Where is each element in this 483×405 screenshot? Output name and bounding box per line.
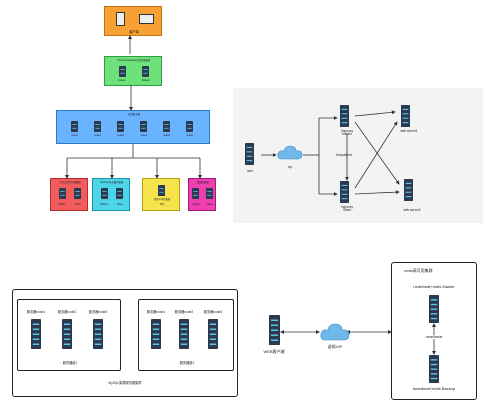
app-server-icon [140, 121, 147, 132]
app-cluster-label: 应用服务器 [128, 113, 140, 116]
proxy-master-server-icon [119, 66, 126, 77]
redis-master-label: heartbeat+redis Master [413, 284, 455, 289]
proxy-box: Nginx/Keepalived负载均衡集群 Master Backup [104, 56, 162, 86]
group-node-label: 服务器node3 [203, 310, 223, 314]
web-server2-icon [404, 179, 413, 201]
group-node-label: 服务器node3 [88, 310, 108, 314]
heartbeat-label: heartbeat [425, 334, 443, 339]
group-server-icon [151, 319, 161, 349]
client-box: 客户端 [104, 6, 162, 36]
app-server-icon [117, 121, 124, 132]
group-label: 服务器组2 [179, 361, 195, 365]
vip-cloud-icon [277, 145, 303, 160]
service-node-label: Slave [117, 203, 123, 206]
service-label: 数据库集群 [197, 181, 209, 184]
service-label: 分布式文件存储集群 [59, 181, 81, 184]
proxy-app-arrow [129, 85, 133, 111]
app-cluster-box: 应用服务器 node1 node2 node3 node4 node5 node6 [56, 110, 210, 144]
redis-backup-label: heartbeat+redis Backup [412, 386, 456, 391]
app-server-icon [71, 121, 78, 132]
group-server-icon [93, 319, 103, 349]
haproxy-slave-server-icon [340, 181, 349, 203]
web-client-label: WEB客户端 [263, 349, 285, 354]
redis-cluster-frame: redis高可用集群 heartbeat+redis Master heartb… [391, 262, 477, 400]
heartbeat-arrow [432, 323, 436, 355]
group-label: 服务器组1 [62, 361, 78, 365]
group-node-label: 服务器node1 [146, 310, 166, 314]
group-server-icon [31, 319, 41, 349]
service-label: 消息中间件集群 [153, 198, 171, 201]
app-node-label: node1 [71, 134, 78, 137]
app-server-icon [163, 121, 170, 132]
user-server-icon [245, 143, 254, 165]
server-group-1: 服务器node1 服务器node2 服务器node3 服务器组1 [17, 299, 121, 371]
app-services-connectors [65, 144, 202, 179]
app-node-label: node3 [117, 134, 124, 137]
group-server-icon [62, 319, 72, 349]
redis-master-server-icon [101, 188, 108, 199]
mq-cluster-box: 消息中间件集群 MQ [142, 178, 180, 211]
proxy-node-label: Master [118, 79, 126, 82]
virtual-vip-label: 虚拟VIP [327, 344, 343, 349]
file-storage-cluster-box: 分布式文件存储集群 Master Slave [50, 178, 88, 211]
group-node-label: 服务器node2 [174, 310, 194, 314]
redis-master-server-icon [429, 295, 439, 323]
server-groups-caption: MySQL集群服务器集群 [108, 381, 142, 385]
web-server1-label: web server1 [400, 129, 418, 133]
service-label: Redis分布式缓存集群 [100, 181, 124, 184]
proxy-node-label: Backup [142, 79, 150, 82]
group-server-icon [208, 319, 218, 349]
user-label: user [246, 169, 254, 173]
service-node-label: Slave [207, 203, 213, 206]
web-client-server-icon [269, 315, 280, 345]
app-node-label: node2 [94, 134, 101, 137]
client-label: 客户端 [129, 30, 139, 34]
database-cluster-box: 数据库集群 Master Slave [188, 178, 216, 211]
virtual-vip-cloud-icon [320, 323, 350, 341]
db-master-server-icon [192, 188, 199, 199]
group-server-icon [179, 319, 189, 349]
haproxy-connectors [261, 110, 400, 196]
mq-server-icon [158, 185, 165, 196]
keepalived-label: Keepalived [336, 153, 352, 157]
client-proxy-arrow [128, 35, 132, 54]
phone-icon [116, 12, 125, 26]
group-node-label: 服务器node2 [57, 310, 77, 314]
redis-cache-cluster-box: Redis分布式缓存集群 Master Slave [92, 178, 130, 211]
vip-label: vip [287, 165, 293, 169]
haproxy-master-label: Haproxy Master [341, 129, 353, 137]
service-node-label: Slave [75, 203, 81, 206]
proxy-label: Nginx/Keepalived负载均衡集群 [117, 59, 151, 62]
service-node-label: Master [192, 203, 200, 206]
app-server-icon [94, 121, 101, 132]
proxy-backup-server-icon [142, 66, 149, 77]
redis-slave-server-icon [116, 188, 123, 199]
laptop-icon [139, 14, 154, 24]
service-node-label: Master [58, 203, 66, 206]
redis-cluster-title: redis高可用集群 [404, 268, 433, 273]
server-group-2: 服务器node1 服务器node2 服务器node3 服务器组2 [138, 299, 234, 371]
storage-master-server-icon [59, 188, 66, 199]
app-node-label: node4 [140, 134, 147, 137]
haproxy-diagram: user vip Haproxy Master Keepalived Hapro… [233, 88, 483, 223]
web-server2-label: web server2 [403, 208, 421, 212]
app-node-label: node6 [186, 134, 193, 137]
service-node-label: Master [100, 203, 108, 206]
db-slave-server-icon [206, 188, 213, 199]
haproxy-master-server-icon [340, 105, 349, 127]
app-node-label: node5 [163, 134, 170, 137]
storage-slave-server-icon [74, 188, 81, 199]
haproxy-slave-label: Haproxy Slave [341, 205, 353, 213]
web-server1-icon [401, 105, 410, 127]
redis-backup-server-icon [429, 355, 439, 383]
app-server-icon [186, 121, 193, 132]
group-node-label: 服务器node1 [26, 310, 46, 314]
service-node-label: MQ [160, 203, 164, 206]
